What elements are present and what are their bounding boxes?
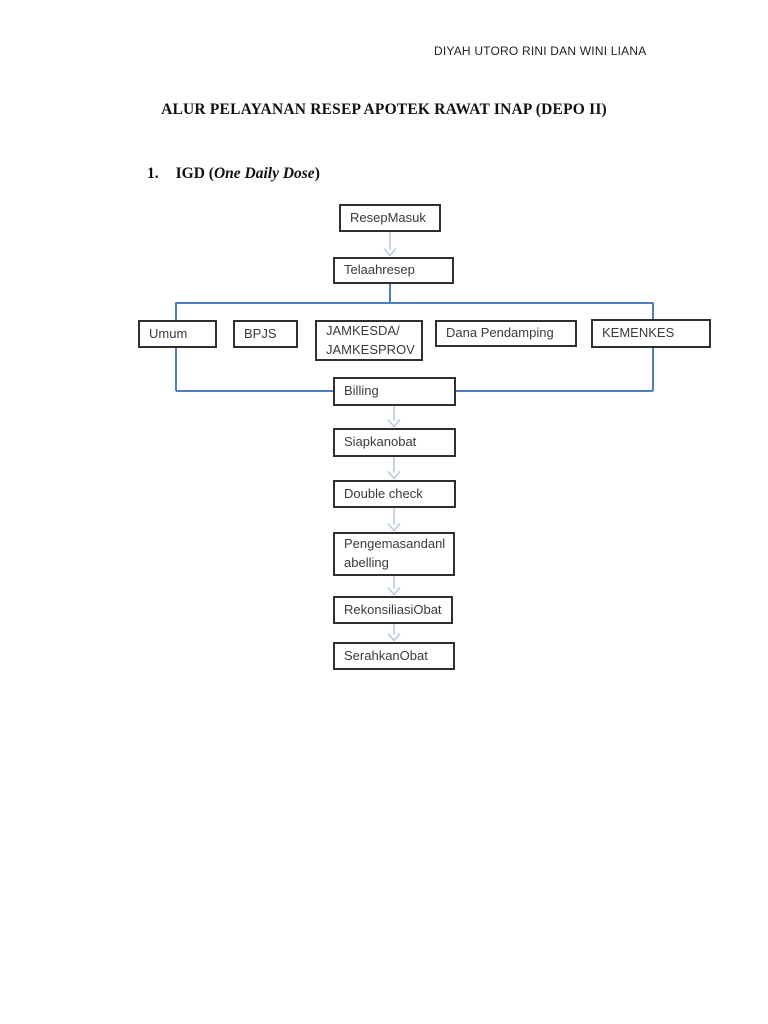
flow-node-kemenkes: KEMENKES (591, 319, 711, 348)
section-heading: 1. IGD (One Daily Dose) (147, 165, 320, 183)
flow-node-rekonsiliasi-obat: RekonsiliasiObat (333, 596, 453, 624)
flow-node-bpjs: BPJS (233, 320, 298, 348)
section-heading-suffix: ) (314, 165, 320, 182)
document-title: ALUR PELAYANAN RESEP APOTEK RAWAT INAP (… (161, 101, 607, 118)
flow-node-telaah-resep: Telaahresep (333, 257, 454, 284)
flow-arrow-icon (387, 576, 401, 596)
flow-node-resep-masuk: ResepMasuk (339, 204, 441, 232)
flow-node-umum: Umum (138, 320, 217, 348)
flow-arrow-icon (387, 624, 401, 642)
section-number: 1. (147, 165, 159, 182)
flow-node-dana-pendamping: Dana Pendamping (435, 320, 577, 347)
section-heading-emphasis: One Daily Dose (213, 165, 315, 182)
flow-node-pengemasan-labelling: Pengemasandanl abelling (333, 532, 455, 576)
flow-arrow-icon (387, 508, 401, 532)
flow-node-siapkan-obat: Siapkanobat (333, 428, 456, 457)
flow-arrow-icon (383, 232, 397, 257)
flow-arrow-icon (387, 406, 401, 428)
flow-arrow-icon (387, 457, 401, 480)
flow-node-billing: Billing (333, 377, 456, 406)
document-author-header: DIYAH UTORO RINI DAN WINI LIANA (434, 44, 647, 58)
flow-node-double-check: Double check (333, 480, 456, 508)
flow-node-serahkan-obat: SerahkanObat (333, 642, 455, 670)
section-heading-prefix: IGD ( (175, 165, 214, 182)
flow-node-jamkesda: JAMKESDA/ JAMKESPROV (315, 320, 423, 361)
